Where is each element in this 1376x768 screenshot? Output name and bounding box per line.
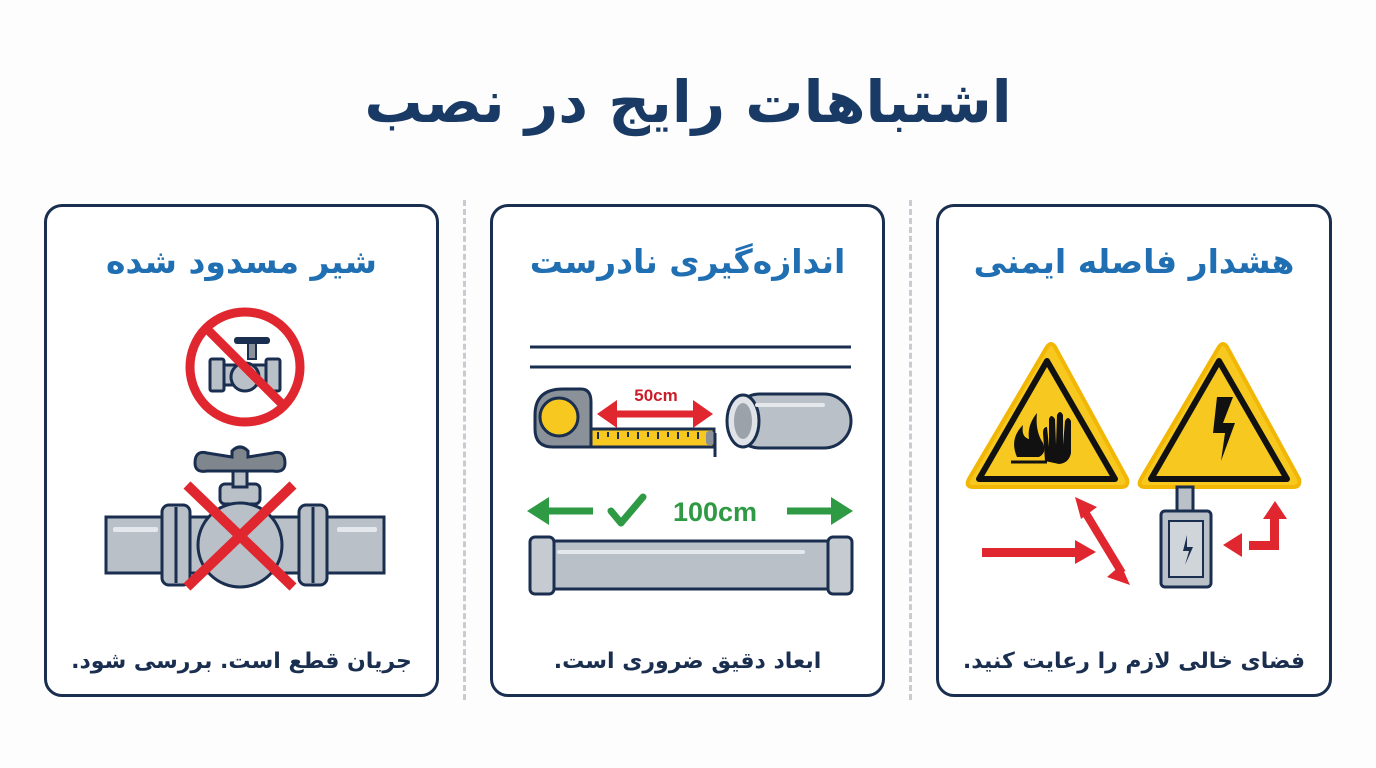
red-x-mark-icon (183, 481, 297, 591)
divider-left (463, 200, 466, 700)
red-clearance-arrows-icon (982, 497, 1287, 585)
correct-measure-arrows-icon (527, 497, 853, 525)
correct-measure-label: 100cm (673, 497, 757, 527)
tape-measure-icon (533, 387, 717, 457)
card-caption: فضای خالی لازم را رعایت کنید. (962, 649, 1306, 674)
high-voltage-warning-sign-icon (1137, 342, 1302, 489)
wrong-measure-label: 50cm (634, 386, 677, 405)
page-title: اشتباهات رایج در نصب (364, 68, 1012, 136)
card-title: شیر مسدود شده (106, 242, 377, 281)
card-blocked-valve: شیر مسدود شده (44, 204, 439, 697)
divider-right (909, 200, 912, 700)
card-incorrect-measurement: اندازه‌گیری نادرست 50cm (490, 204, 885, 697)
card-caption: جریان قطع است. بررسی شود. (71, 649, 412, 674)
wrong-measure-arrow-icon (597, 400, 713, 428)
short-pipe-icon (725, 392, 853, 450)
fire-hand-warning-sign-icon (965, 342, 1130, 489)
electrical-box-icon (1159, 485, 1213, 589)
card-title: اندازه‌گیری نادرست (529, 242, 846, 281)
long-pipe-icon (528, 535, 854, 596)
no-valve-prohibition-sign-icon (185, 307, 305, 427)
card-title: هشدار فاصله ایمنی (973, 242, 1295, 281)
card-caption: ابعاد دقیق ضروری است. (553, 649, 822, 674)
valve-pipe-icon (104, 445, 386, 589)
check-mark-icon (607, 493, 647, 527)
card-safety-clearance: هشدار فاصله ایمنی (936, 204, 1332, 697)
